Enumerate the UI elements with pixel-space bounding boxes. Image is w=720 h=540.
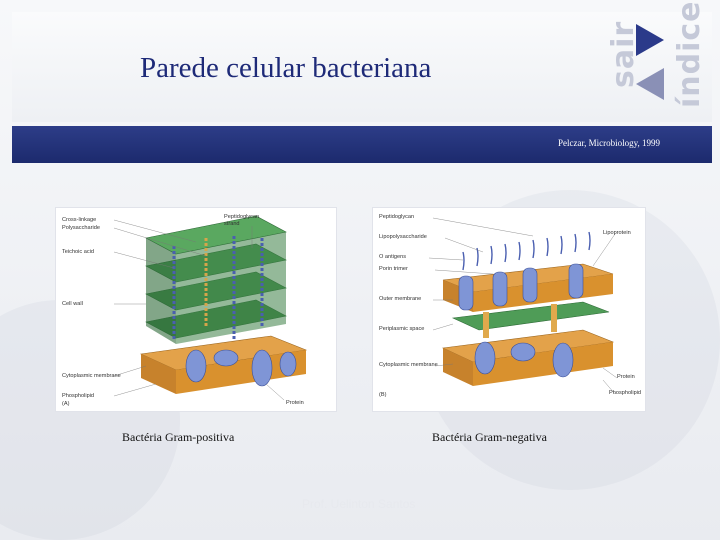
source-credit: Pelczar, Microbiology, 1999: [557, 138, 660, 148]
label-protein: Protein: [617, 374, 635, 380]
gram-negative-diagram: Peptidoglycan Lipopolysaccharide O antig…: [379, 214, 641, 398]
peptidoglycan-layers: [145, 215, 287, 344]
figure-gram-negative: Peptidoglycan Lipopolysaccharide O antig…: [372, 207, 646, 412]
label-cell-wall: Cell wall: [62, 301, 83, 307]
label-peptidoglycan: Peptidoglycan: [379, 214, 414, 220]
label-cytoplasmic-membrane: Cytoplasmic membrane: [62, 373, 121, 379]
figure-b-leader-lines: [428, 217, 618, 395]
index-label: índice: [672, 0, 707, 108]
gram-positive-diagram: Cross-linkage Polysaccharide Teichoic ac…: [62, 214, 308, 407]
label-strand: strand: [224, 221, 240, 227]
gram-negative-cytoplasmic-membrane: [441, 329, 615, 386]
cytoplasmic-membrane: [139, 335, 308, 394]
panel-tag-a: (A): [62, 401, 70, 407]
title-band: Pelczar, Microbiology, 1999: [12, 126, 712, 163]
header: Parede celular bacteriana: [12, 12, 712, 122]
label-peptidoglycan: Peptidoglycan: [224, 214, 259, 220]
caption-gram-negative: Bactéria Gram-negativa: [432, 430, 547, 444]
label-o-antigens: O antigens: [379, 254, 406, 260]
figure-a-leader-lines: [113, 219, 285, 401]
peptidoglycan-thin-layer: [451, 301, 610, 331]
label-polysaccharide: Polysaccharide: [62, 225, 100, 231]
periplasmic-space: [483, 304, 557, 338]
outer-membrane: [442, 263, 614, 312]
label-lipoprotein: Lipoprotein: [603, 230, 631, 236]
figure-gram-positive: Cross-linkage Polysaccharide Teichoic ac…: [55, 207, 337, 412]
play-icon: [636, 24, 664, 100]
label-phospholipid: Phospholipid: [609, 390, 641, 396]
lipopolysaccharide-layer: [462, 231, 591, 271]
label-outer-membrane: Outer membrane: [379, 296, 421, 302]
label-porin-trimer: Porin trimer: [379, 266, 408, 272]
label-cytoplasmic-membrane: Cytoplasmic membrane: [379, 362, 438, 368]
page-title: Parede celular bacteriana: [140, 52, 432, 84]
navigation-controls: sair índice: [604, 0, 707, 114]
caption-gram-positive: Bactéria Gram-positiva: [122, 430, 235, 444]
exit-button[interactable]: sair: [604, 18, 664, 112]
footer-author: Prof. Uelinton Santos: [302, 497, 416, 511]
panel-tag-b: (B): [379, 392, 387, 398]
index-button[interactable]: índice: [670, 0, 707, 112]
label-periplasmic-space: Periplasmic space: [379, 326, 424, 332]
label-phospholipid: Phospholipid: [62, 393, 94, 399]
label-protein: Protein: [286, 400, 304, 406]
label-teichoic-acid: Teichoic acid: [62, 249, 94, 255]
label-cross-linkage: Cross-linkage: [62, 217, 96, 223]
label-lipopolysaccharide: Lipopolysaccharide: [379, 234, 427, 240]
